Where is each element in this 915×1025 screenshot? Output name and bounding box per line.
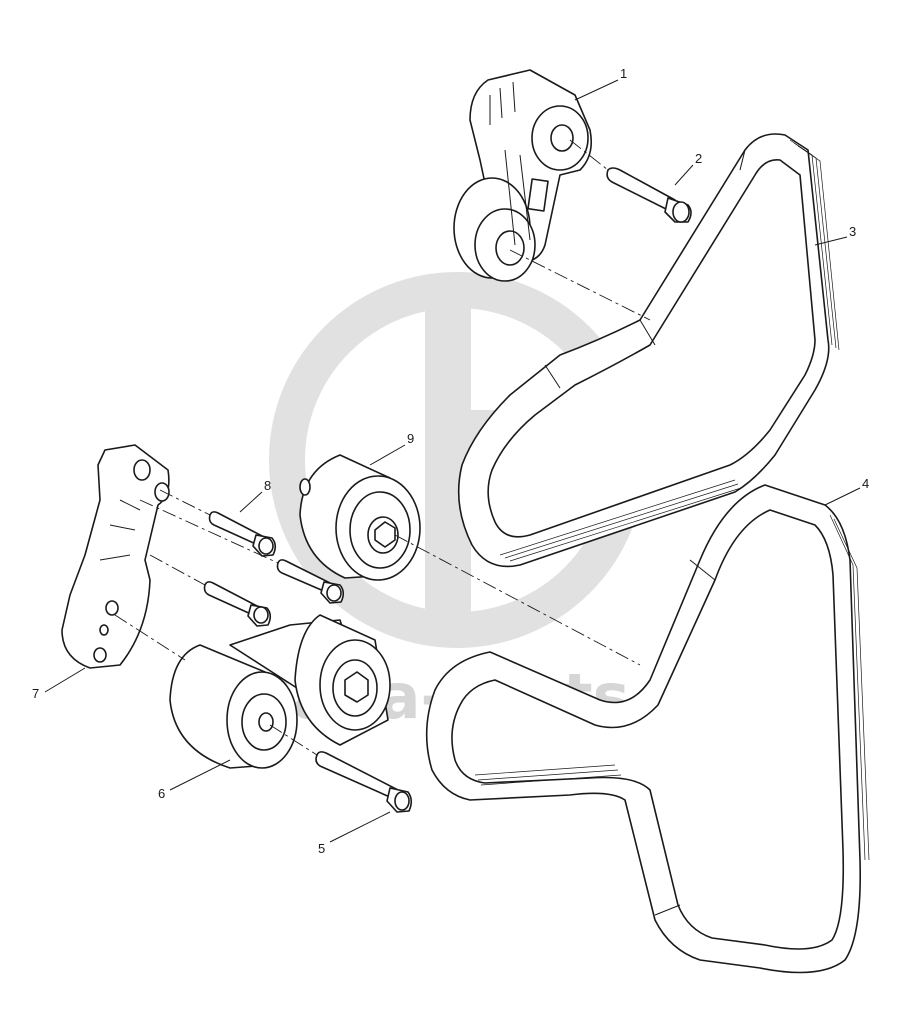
assembly-center-lines [114,139,651,756]
callout-7: 7 [32,686,39,701]
callout-4: 4 [862,476,869,491]
bolt-tensioner [606,167,692,223]
bolt-idler [315,751,413,813]
bolt-bracket-upper [208,511,277,557]
belt-upper [457,133,840,568]
double-idler-pulley [169,614,391,769]
idler-pulley [299,454,421,581]
callout-5: 5 [318,841,325,856]
bolt-bracket-lower [203,581,272,627]
callout-8: 8 [264,478,271,493]
leader-lines [44,79,861,843]
bolt-bracket-middle [276,559,345,604]
callout-6: 6 [158,786,165,801]
belt-tensioner [453,69,593,282]
callout-2: 2 [695,151,702,166]
belt-lower [425,484,870,974]
callout-3: 3 [849,224,856,239]
callout-9: 9 [407,431,414,446]
callout-1: 1 [620,66,627,81]
